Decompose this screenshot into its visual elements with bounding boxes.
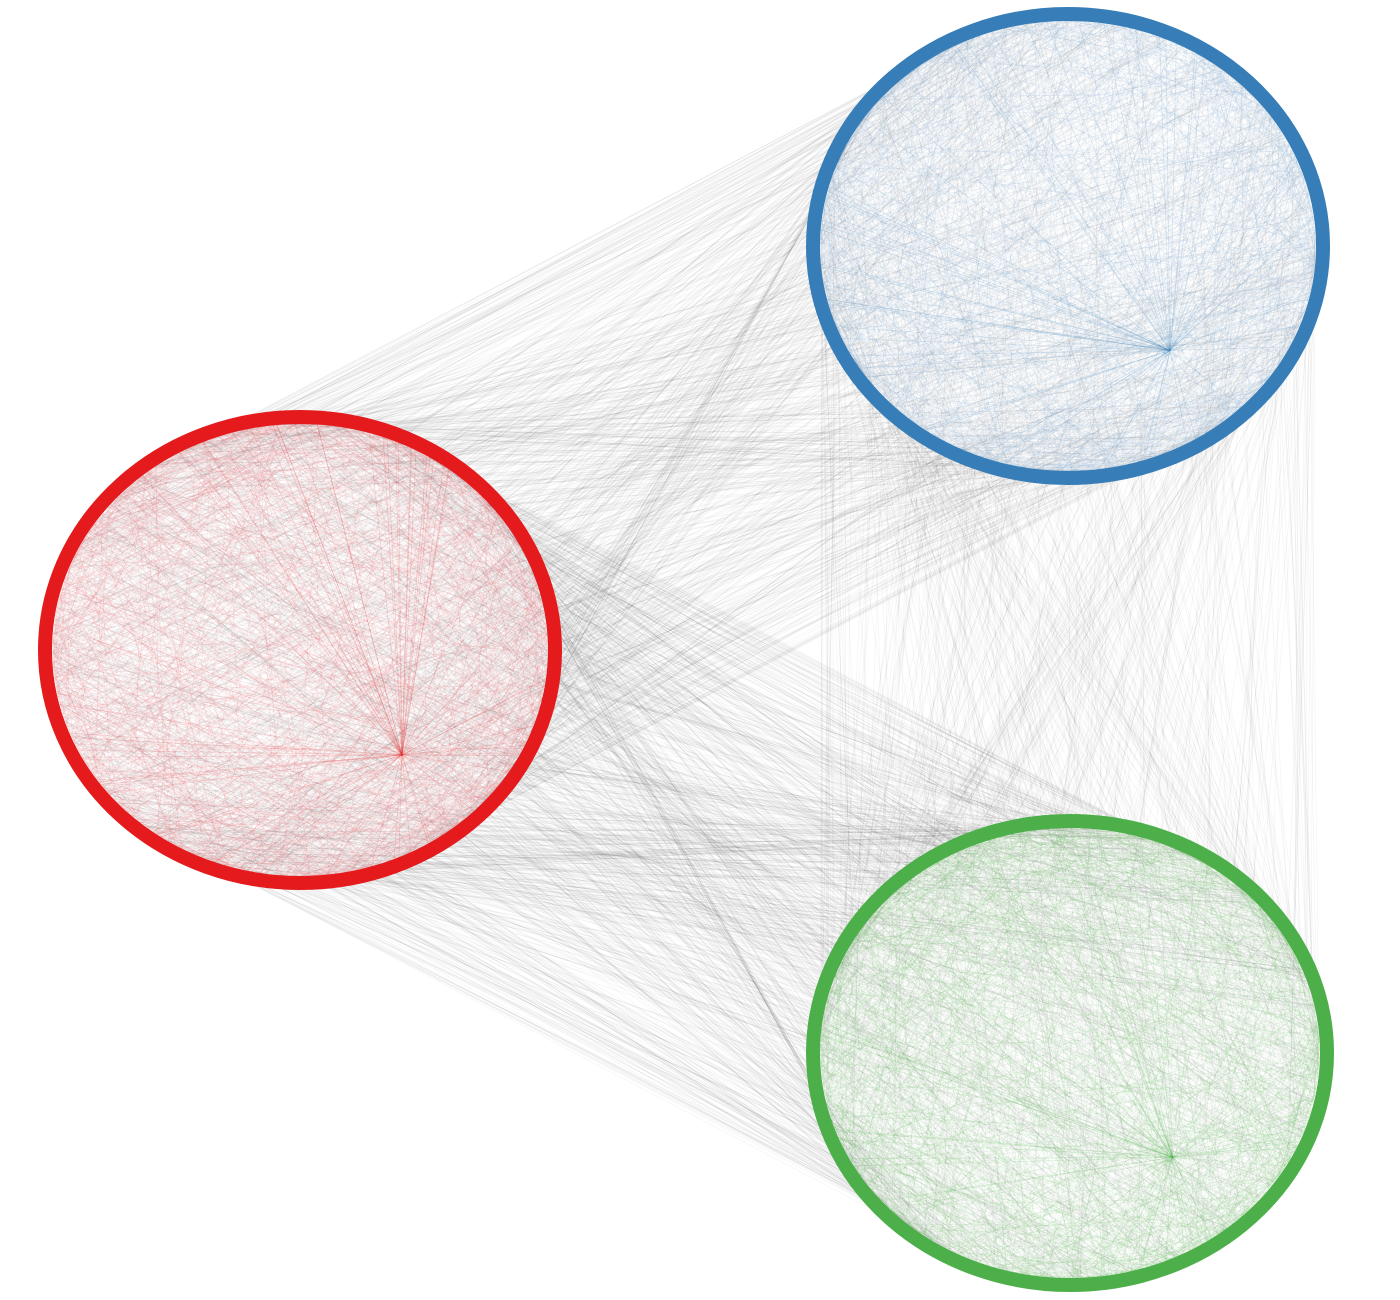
community-ring-green (806, 814, 1334, 1292)
intra-community-edges (52, 20, 1320, 1279)
community-rings (38, 7, 1334, 1292)
community-ring-blue (806, 7, 1330, 485)
community-ring-red (38, 410, 562, 890)
inter-community-edges (52, 20, 1320, 1279)
